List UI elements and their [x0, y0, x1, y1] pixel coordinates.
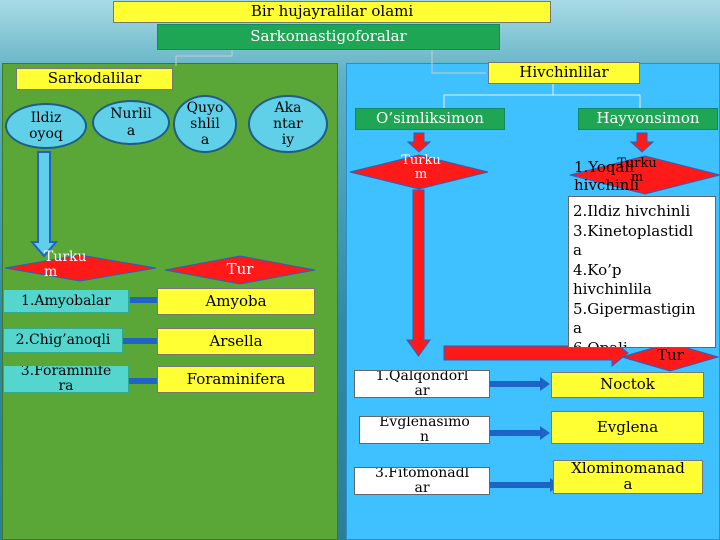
- tur-item-evglena: Evglena: [551, 411, 704, 444]
- hayvonsimon-box: Hayvonsimon: [578, 108, 718, 130]
- plant-turkum-qalqondorlar: 1.Qalqondorl ar: [354, 370, 490, 398]
- arrow-row1-right: [490, 377, 550, 391]
- hayvonsimon-turkum-list: 2.Ildiz hivchinli 3.Kinetoplastidl a 4.K…: [568, 196, 716, 348]
- turkum-item-foraminifera: 3.Foraminife ra: [3, 365, 129, 393]
- connector-animal: [553, 94, 641, 108]
- osimliksimon-box: O’simliksimon: [355, 108, 505, 130]
- turkum-item-amyobalar: 1.Amyobalar: [3, 289, 129, 313]
- tur-label-left: Tur: [226, 260, 254, 278]
- hivchinlilar-header: Hivchinlilar: [488, 62, 640, 84]
- ellipse-nurlila: Nurlil a: [92, 100, 170, 145]
- arrow-row2-right: [490, 426, 550, 440]
- red-arrow-animal: [629, 132, 655, 153]
- tur-item-noctok: Noctok: [551, 372, 704, 398]
- connector-left: [175, 50, 233, 66]
- connector-plant: [443, 82, 554, 108]
- tur-item-amyoba: Amyoba: [157, 288, 315, 315]
- arrow-row3-right: [490, 478, 560, 492]
- turkum-label-right-plant: Turku m: [401, 153, 441, 182]
- red-down-arrow-plant: [406, 189, 431, 357]
- down-arrow-left: [29, 151, 59, 258]
- tur-item-arsella: Arsella: [157, 328, 315, 355]
- turkum-diamond-left: [4, 254, 157, 282]
- plant-turkum-evglenasimon: Evglenasimo n: [359, 416, 490, 444]
- turkum-diamond-right-plant: [349, 154, 489, 190]
- red-arrow-plant: [406, 132, 432, 153]
- turkum-item-chiganoqli: 2.Chig’anoqli: [3, 328, 123, 353]
- diagram-subtitle: Sarkomastigoforalar: [157, 24, 500, 50]
- connector-right: [431, 50, 486, 74]
- turkum-label-right-animal: Turku m: [617, 156, 657, 185]
- tur-diamond-left: [164, 255, 316, 285]
- arrow-row2-left: [122, 334, 188, 348]
- tur-label-right: Tur: [657, 346, 684, 364]
- plant-turkum-fitomonadlar: 3.Fitomonadl ar: [354, 467, 490, 495]
- tur-item-foraminifera: Foraminifera: [157, 366, 315, 393]
- ellipse-ildiz-oyoq: Ildiz oyoq: [5, 103, 87, 149]
- ellipse-quyoshlila: Quyo shlil a: [173, 95, 237, 153]
- hayvonsimon-list-item-1: 1.Yoqali hivchinli: [574, 158, 640, 194]
- sarkodalilar-header: Sarkodalilar: [16, 68, 173, 90]
- tur-item-xlominomanada: Xlominomanad a: [553, 460, 703, 494]
- ellipse-akantariy: Aka ntar iy: [248, 95, 328, 153]
- turkum-diamond-right-animal: [569, 155, 720, 195]
- turkum-label-left: Turku m: [44, 249, 87, 280]
- arrow-row1-left: [130, 293, 176, 307]
- diagram-title: Bir hujayralilar olami: [113, 1, 551, 23]
